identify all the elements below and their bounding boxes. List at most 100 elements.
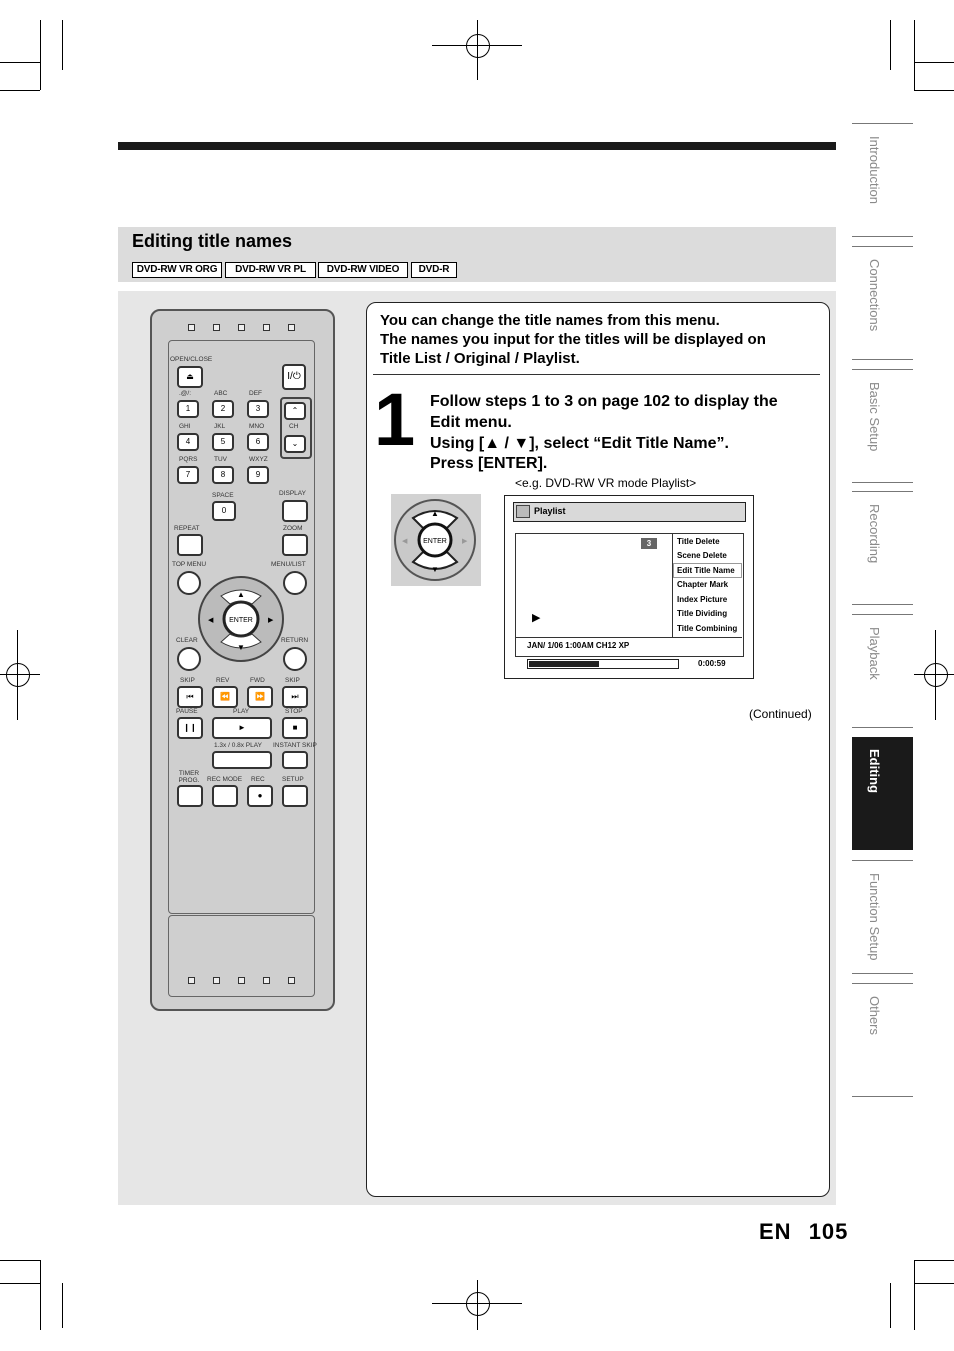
rev-label: REV: [216, 677, 230, 684]
down-arrow-icon: ▼: [237, 643, 245, 652]
tab-playback-label: Playback: [867, 627, 882, 680]
number-key-6[interactable]: 6: [247, 433, 269, 451]
key-letters-label: TUV: [214, 456, 227, 463]
menu-item-scene-delete[interactable]: Scene Delete: [677, 551, 727, 560]
number-key-3[interactable]: 3: [247, 400, 269, 418]
chevron-up-icon: ⌃: [291, 406, 299, 415]
channel-down-button[interactable]: ⌄: [284, 435, 306, 453]
skip-fwd-button[interactable]: ⏭: [282, 686, 308, 708]
page-number-value: 105: [808, 1219, 849, 1244]
key-letters-label: JKL: [214, 423, 226, 430]
zoom-button[interactable]: [282, 534, 308, 556]
skip-back-button[interactable]: ⏮: [177, 686, 203, 708]
clear-label: CLEAR: [176, 637, 198, 644]
number-key-9[interactable]: 9: [247, 466, 269, 484]
pause-button[interactable]: ❙❙: [177, 717, 203, 739]
fwd-label: FWD: [250, 677, 265, 684]
remote-down-arrow: [220, 633, 262, 649]
clear-button[interactable]: [177, 647, 201, 671]
tab-introduction[interactable]: Introduction: [852, 123, 913, 237]
intro-line-1: You can change the title names from this…: [380, 312, 720, 329]
number-key-7[interactable]: 7: [177, 466, 199, 484]
number-key-8[interactable]: 8: [212, 466, 234, 484]
remote-enter-label: ENTER: [229, 617, 253, 624]
menu-item-title-delete[interactable]: Title Delete: [677, 537, 720, 546]
open-close-button[interactable]: ⏏: [177, 366, 203, 388]
badge-dvd-rw-vr-org: DVD-RW VR ORG: [132, 262, 222, 278]
step-text: Follow steps 1 to 3 on page 102 to displ…: [430, 392, 825, 475]
pause-icon: ❙❙: [183, 723, 197, 732]
top-menu-label: TOP MENU: [172, 561, 207, 568]
enter-pad-svg: ENTER ▲ ▼ ◀ ▶: [394, 499, 476, 581]
return-button[interactable]: [283, 647, 307, 671]
number-key-1[interactable]: 1: [177, 400, 199, 418]
number-key-4[interactable]: 4: [177, 433, 199, 451]
chevron-down-icon: ⌄: [291, 439, 299, 448]
intro-line-2: The names you input for the titles will …: [380, 331, 766, 348]
stop-label: STOP: [285, 708, 303, 715]
skip-forward-icon: ⏭: [291, 692, 299, 701]
tab-editing-label: Editing: [867, 749, 882, 794]
top-menu-button[interactable]: [177, 571, 201, 595]
menu-item-index-picture[interactable]: Index Picture: [677, 595, 728, 604]
setup-button[interactable]: [282, 785, 308, 807]
channel-up-button[interactable]: ⌃: [284, 402, 306, 420]
play-label: PLAY: [233, 708, 250, 715]
timer-prog-button[interactable]: [177, 785, 203, 807]
rec-mode-label: REC MODE: [207, 776, 243, 783]
menu-item-chapter-mark[interactable]: Chapter Mark: [677, 580, 729, 589]
remote-direction-pad: ENTER ▲ ▼ ◀ ▶: [198, 576, 284, 662]
enter-pad-illustration: ENTER ▲ ▼ ◀ ▶: [391, 494, 481, 586]
instant-skip-button[interactable]: [282, 751, 308, 769]
up-arrow-icon: ▲: [237, 590, 245, 599]
slow-play-button[interactable]: [212, 751, 272, 769]
number-key-2[interactable]: 2: [212, 400, 234, 418]
step-line-3: Using [▲ / ▼], select “Edit Title Name”.: [430, 434, 729, 452]
playback-time: 0:00:59: [698, 659, 726, 668]
edit-menu: [672, 533, 743, 637]
rev-button[interactable]: ⏪: [212, 686, 238, 708]
menu-item-title-dividing[interactable]: Title Dividing: [677, 609, 728, 618]
recording-status: JAN/ 1/06 1:00AM CH12 XP: [527, 641, 630, 650]
tab-playback[interactable]: Playback: [852, 614, 913, 728]
key-letters-label: ABC: [214, 390, 228, 397]
menu-item-edit-title-name[interactable]: Edit Title Name: [677, 566, 735, 575]
tab-basic-setup[interactable]: Basic Setup: [852, 369, 913, 483]
channel-label: CH: [289, 423, 299, 430]
badge-dvd-r: DVD-R: [411, 262, 457, 278]
rec-button[interactable]: ●: [247, 785, 273, 807]
step-number: 1: [374, 378, 415, 461]
top-rule: [118, 142, 836, 150]
number-key-5[interactable]: 5: [212, 433, 234, 451]
intro-text: You can change the title names from this…: [380, 311, 820, 368]
step-line-1: Follow steps 1 to 3 on page 102 to displ…: [430, 393, 778, 410]
fwd-button[interactable]: ⏩: [247, 686, 273, 708]
repeat-button[interactable]: [177, 534, 203, 556]
pad-up-icon: ▲: [431, 509, 439, 518]
badge-dvd-rw-vr-pl: DVD-RW VR PL: [225, 262, 316, 278]
play-button[interactable]: ►: [212, 717, 272, 739]
tab-others[interactable]: Others: [852, 983, 913, 1097]
remote-enter-button: [222, 600, 260, 638]
zero-button[interactable]: 0: [212, 501, 236, 521]
slow-play-label: 1.3x / 0.8x PLAY: [214, 742, 262, 749]
power-button[interactable]: I/⏻: [282, 364, 306, 390]
badge-dvd-rw-video: DVD-RW VIDEO: [318, 262, 408, 278]
tab-function-setup[interactable]: Function Setup: [852, 860, 913, 974]
tab-recording[interactable]: Recording: [852, 491, 913, 605]
menu-list-button[interactable]: [283, 571, 307, 595]
key-letters-label: WXYZ: [249, 456, 268, 463]
stop-button[interactable]: ■: [282, 717, 308, 739]
channel-rocker: ⌃ CH ⌄: [280, 397, 312, 459]
right-arrow-icon: ▶: [268, 617, 274, 624]
rec-mode-button[interactable]: [212, 785, 238, 807]
skip-back-label: SKIP: [180, 677, 195, 684]
display-button[interactable]: [282, 500, 308, 522]
tab-connections[interactable]: Connections: [852, 246, 913, 360]
menu-item-title-combining[interactable]: Title Combining: [677, 624, 738, 633]
remote-battery-area: [168, 915, 315, 997]
tab-introduction-label: Introduction: [867, 136, 882, 204]
remote-top-indicators: [170, 318, 310, 336]
tab-editing[interactable]: Editing: [852, 737, 913, 850]
